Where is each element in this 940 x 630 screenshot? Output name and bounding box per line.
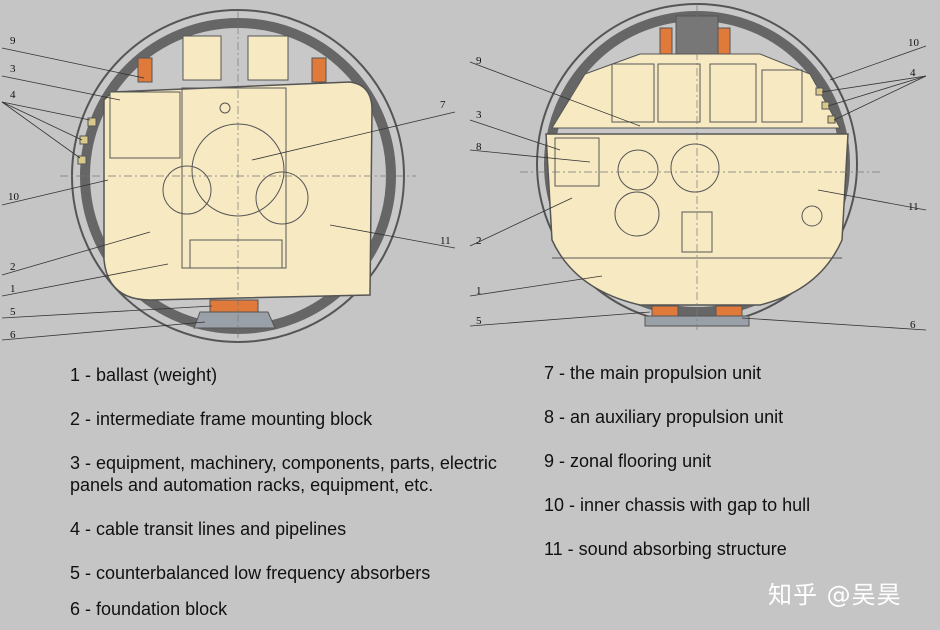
right-main-propulsion [670, 143, 720, 193]
right-equipment-rack [709, 63, 757, 123]
left-small-unit [219, 102, 231, 114]
legend-item-2: 2 - intermediate frame mounting block [70, 409, 373, 429]
right-motor [614, 191, 660, 237]
legend-item-5: 5 - counterbalanced low frequency absorb… [70, 563, 431, 583]
left-absorber-bottom [209, 299, 259, 313]
right-callout-8: 8 [476, 141, 482, 153]
left-cable-transit [79, 135, 89, 145]
left-callout-1: 1 [10, 283, 16, 295]
right-callout-11: 11 [908, 201, 919, 213]
left-callout-6: 6 [10, 329, 16, 341]
right-main-propulsion [617, 149, 659, 191]
left-callout-9: 9 [10, 35, 16, 47]
legend-item-4: 4 - cable transit lines and pipelines [70, 519, 347, 539]
right-callout-1: 1 [476, 285, 482, 297]
right-small-unit [801, 205, 823, 227]
left-top-block [182, 35, 222, 81]
left-motor [255, 171, 309, 225]
right-equipment-rack [611, 63, 655, 123]
left-callout-3: 3 [10, 63, 16, 75]
right-equipment-rack [761, 69, 803, 123]
left-top-block [247, 35, 289, 81]
left-pump-block [189, 239, 283, 269]
legend-item-3: 3 - equipment, machinery, components, pa… [70, 453, 497, 495]
left-absorber-top [311, 57, 327, 83]
right-cross-section: 9 3 8 2 1 5 10 4 11 6 [469, 3, 927, 331]
right-equipment-rack [657, 63, 701, 123]
right-callout-10: 10 [908, 37, 920, 49]
left-cable-transit [87, 117, 97, 127]
right-cable-transit [827, 115, 836, 124]
left-callout-7: 7 [440, 99, 446, 111]
left-callout-5: 5 [10, 306, 16, 318]
right-callout-6: 6 [910, 319, 916, 331]
right-absorber-bottom [715, 305, 743, 317]
left-cross-section: 9 3 4 10 2 1 5 6 7 11 [1, 9, 456, 343]
right-callout-3: 3 [476, 109, 482, 121]
right-auxiliary-propulsion [554, 137, 600, 187]
right-callout-2: 2 [476, 235, 482, 247]
watermark: 知乎 @吴昊 [768, 581, 902, 609]
legend-item-7: 7 - the main propulsion unit [544, 363, 762, 383]
right-absorber-top [717, 27, 731, 55]
right-absorber-bottom [651, 305, 679, 317]
legend-item-1: 1 - ballast (weight) [70, 365, 218, 385]
right-callout-5: 5 [476, 315, 482, 327]
submarine-cross-section-diagram: 9 3 4 10 2 1 5 6 7 11 [1, 3, 927, 343]
legend-item-8: 8 - an auxiliary propulsion unit [544, 407, 784, 427]
legend-item-11: 11 - sound absorbing structure [544, 539, 787, 559]
right-callout-9: 9 [476, 55, 482, 67]
right-cable-transit [821, 101, 830, 110]
right-absorber-top [659, 27, 673, 55]
left-equipment-rack [109, 91, 181, 159]
left-callout-11: 11 [440, 235, 451, 247]
left-callout-2: 2 [10, 261, 16, 273]
legend-item-6: 6 - foundation block [70, 599, 228, 619]
right-upper-deck [551, 53, 841, 129]
left-cable-transit [77, 155, 87, 165]
right-callout-4: 4 [910, 67, 916, 79]
left-callout-4: 4 [10, 89, 16, 101]
left-foundation-block [193, 311, 276, 329]
left-absorber-top [137, 57, 153, 83]
legend-item-9: 9 - zonal flooring unit [544, 451, 712, 471]
right-cable-transit [815, 87, 824, 96]
legend-item-10: 10 - inner chassis with gap to hull [544, 495, 811, 515]
left-callout-10: 10 [8, 191, 20, 203]
left-motor [162, 165, 212, 215]
